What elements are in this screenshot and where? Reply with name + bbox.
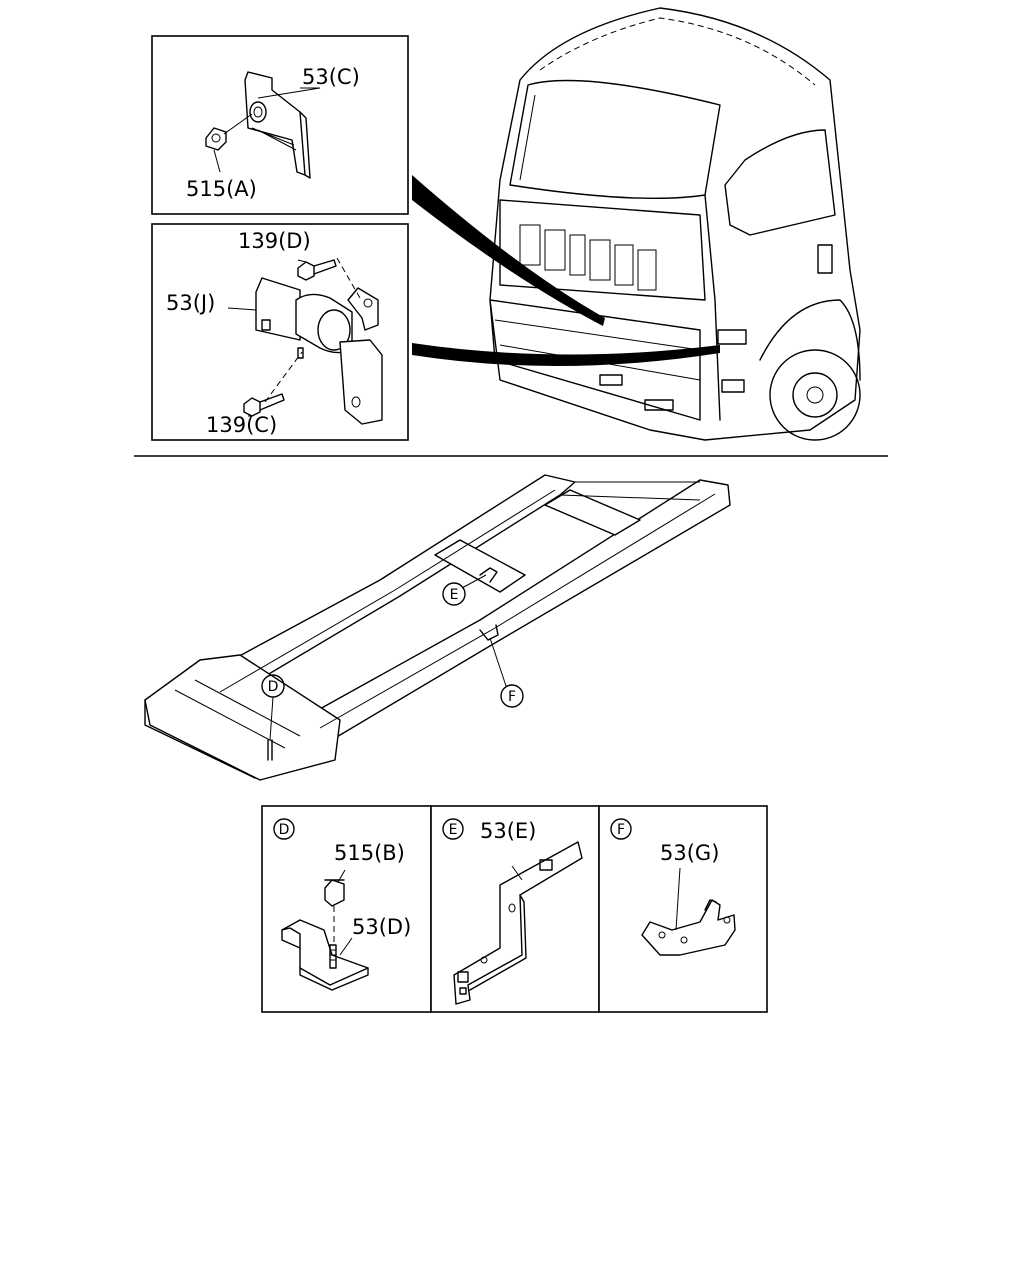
- bracket-53e-illustration: [453, 841, 583, 1005]
- truck-cab-illustration: [489, 7, 861, 441]
- label-139c: 139(C): [206, 413, 277, 437]
- marker-e-chassis: E: [442, 574, 487, 606]
- marker-f-chassis: F: [489, 637, 524, 708]
- svg-text:F: F: [508, 689, 516, 705]
- bracket-53g-illustration: [641, 899, 736, 956]
- label-515a: 515(A): [186, 177, 257, 201]
- label-515b: 515(B): [334, 841, 405, 865]
- leader-band-lower: [412, 343, 720, 367]
- label-53c: 53(C): [302, 65, 360, 89]
- marker-d-chassis: D: [261, 674, 285, 741]
- label-53g: 53(G): [660, 841, 719, 865]
- label-53e: 53(E): [480, 819, 536, 843]
- leader-band-upper: [412, 175, 605, 326]
- label-139d: 139(D): [238, 229, 311, 253]
- svg-text:E: E: [450, 587, 459, 603]
- marker-f-panel: F: [610, 818, 632, 840]
- svg-text:F: F: [617, 822, 625, 838]
- detail-panel-f: [598, 805, 768, 1013]
- bracket-53j-illustration: [243, 257, 383, 425]
- svg-text:D: D: [268, 679, 279, 695]
- label-53d: 53(D): [352, 915, 411, 939]
- marker-e-panel: E: [442, 818, 464, 840]
- svg-text:E: E: [449, 822, 458, 838]
- svg-text:D: D: [279, 822, 290, 838]
- bracket-53d-illustration: [281, 879, 369, 991]
- label-53j: 53(J): [166, 291, 215, 315]
- chassis-frame-illustration: [144, 474, 731, 781]
- marker-d-panel: D: [273, 818, 295, 840]
